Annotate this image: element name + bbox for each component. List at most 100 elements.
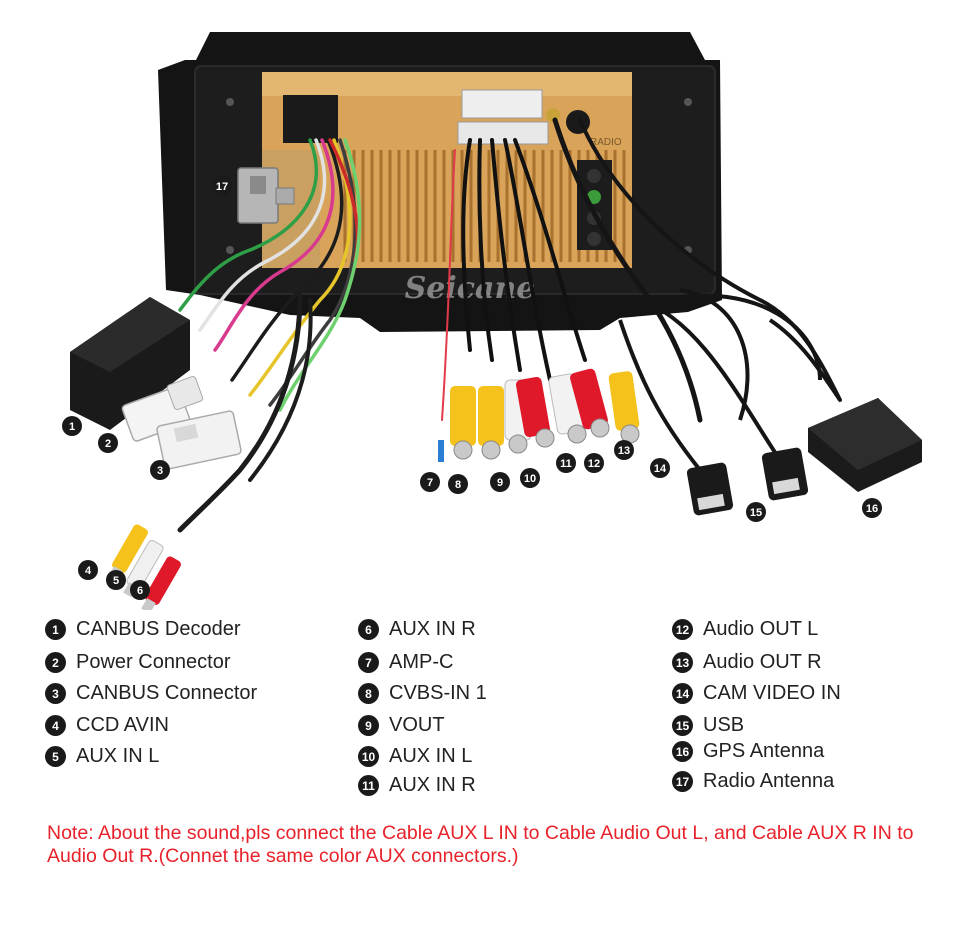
gps-antenna (768, 318, 922, 492)
rca-jacks (438, 368, 640, 462)
callout-9: 9 (490, 472, 510, 492)
callout-number: 16 (866, 503, 878, 515)
legend-number-badge: 3 (45, 683, 66, 704)
radio-port-label: RADIO (590, 137, 622, 148)
callout-badge (448, 474, 468, 494)
legend-number-badge: 15 (672, 715, 693, 736)
callout-number: 3 (157, 465, 163, 477)
legend-item: 5 AUX IN L (45, 745, 159, 768)
legend-label: Power Connector (76, 651, 231, 673)
callout-11: 11 (556, 453, 576, 473)
callout-number: 7 (427, 477, 433, 489)
callout-16: 16 (862, 498, 882, 518)
legend-item: 6 AUX IN R (358, 618, 476, 641)
callout-badge (520, 468, 540, 488)
callout-badge (62, 416, 82, 436)
callout-badge (420, 472, 440, 492)
callout-badge (98, 433, 118, 453)
legend-label: CANBUS Connector (76, 682, 258, 704)
legend-item: 2 Power Connector (45, 651, 231, 674)
callout-number: 8 (455, 479, 461, 491)
callout-12: 12 (584, 453, 604, 473)
callout-number: 17 (216, 181, 228, 193)
callout-number: 12 (588, 458, 600, 470)
callout-number: 15 (750, 507, 762, 519)
wire-harness (177, 117, 842, 533)
legend-item: 12 Audio OUT L (672, 618, 818, 641)
callout-badge (106, 570, 126, 590)
legend-item: 14 CAM VIDEO IN (672, 682, 841, 705)
legend-number-badge: 12 (672, 619, 693, 640)
legend-item: 9 VOUT (358, 714, 445, 737)
callout-badge (490, 472, 510, 492)
callout-4: 4 (78, 560, 98, 580)
legend-label: Audio OUT R (703, 651, 822, 673)
legend-item: 15 USB (672, 714, 744, 737)
callout-7: 7 (420, 472, 440, 492)
callout-badge (150, 460, 170, 480)
legend-label: AUX IN R (389, 774, 476, 796)
legend-number-badge: 11 (358, 775, 379, 796)
canbus-connector (156, 410, 242, 470)
callout-number: 9 (497, 477, 503, 489)
legend-item: 16 GPS Antenna (672, 740, 824, 763)
legend-label: AUX IN L (76, 745, 160, 767)
legend-item: 10 AUX IN L (358, 745, 472, 768)
legend-number-badge: 16 (672, 741, 693, 762)
legend-label: Radio Antenna (703, 770, 835, 792)
callout-number: 6 (137, 585, 143, 597)
legend-item: 13 Audio OUT R (672, 651, 822, 674)
legend-number-badge: 2 (45, 652, 66, 673)
legend-label: CAM VIDEO IN (703, 682, 841, 704)
callout-badge (862, 498, 882, 518)
legend-number-badge: 17 (672, 771, 693, 792)
legend-number-badge: 10 (358, 746, 379, 767)
callout-17: 17 (212, 176, 232, 196)
callout-14: 14 (650, 458, 670, 478)
legend-number-badge: 14 (672, 683, 693, 704)
callout-2: 2 (98, 433, 118, 453)
callout-number: 13 (618, 445, 630, 457)
legend-number-badge: 1 (45, 619, 66, 640)
callout-number: 4 (85, 565, 92, 577)
callout-badge (78, 560, 98, 580)
legend-item: 4 CCD AVIN (45, 714, 169, 737)
legend-number-badge: 5 (45, 746, 66, 767)
wiring-diagram: RADIO Seicane (62, 32, 922, 610)
callout-badge (556, 453, 576, 473)
callout-10: 10 (520, 468, 540, 488)
legend-number-badge: 8 (358, 683, 379, 704)
callout-8: 8 (448, 474, 468, 494)
legend-number-badge: 13 (672, 652, 693, 673)
callout-number: 10 (524, 473, 536, 485)
legend-label: AUX IN L (389, 745, 473, 767)
callout-3: 3 (150, 460, 170, 480)
legend-number-badge: 6 (358, 619, 379, 640)
legend-label: AUX IN R (389, 618, 476, 640)
legend-label: CANBUS Decoder (76, 618, 241, 640)
legend-item: 8 CVBS-IN 1 (358, 682, 487, 705)
watermark: Seicane (405, 271, 536, 306)
legend-number-badge: 4 (45, 715, 66, 736)
legend-label: Audio OUT L (703, 618, 819, 640)
callout-number: 2 (105, 438, 111, 450)
callout-badge (130, 580, 150, 600)
legend-label: CCD AVIN (76, 714, 169, 736)
usb-cables (618, 288, 822, 472)
callout-badge (746, 502, 766, 522)
legend-label: CVBS-IN 1 (389, 682, 487, 704)
callout-number: 11 (560, 458, 572, 470)
legend-label: AMP-C (389, 651, 454, 673)
callout-badge (212, 176, 232, 196)
legend-label: VOUT (389, 714, 445, 736)
legend-number-badge: 9 (358, 715, 379, 736)
callout-5: 5 (106, 570, 126, 590)
legend-item: 17 Radio Antenna (672, 770, 834, 793)
legend-label: GPS Antenna (703, 740, 825, 762)
legend-label: USB (703, 714, 745, 736)
callout-number: 5 (113, 575, 119, 587)
usb-plug (686, 447, 809, 516)
sound-connection-note: Note: About the sound,pls connect the Ca… (47, 822, 914, 867)
callout-badge (614, 440, 634, 460)
